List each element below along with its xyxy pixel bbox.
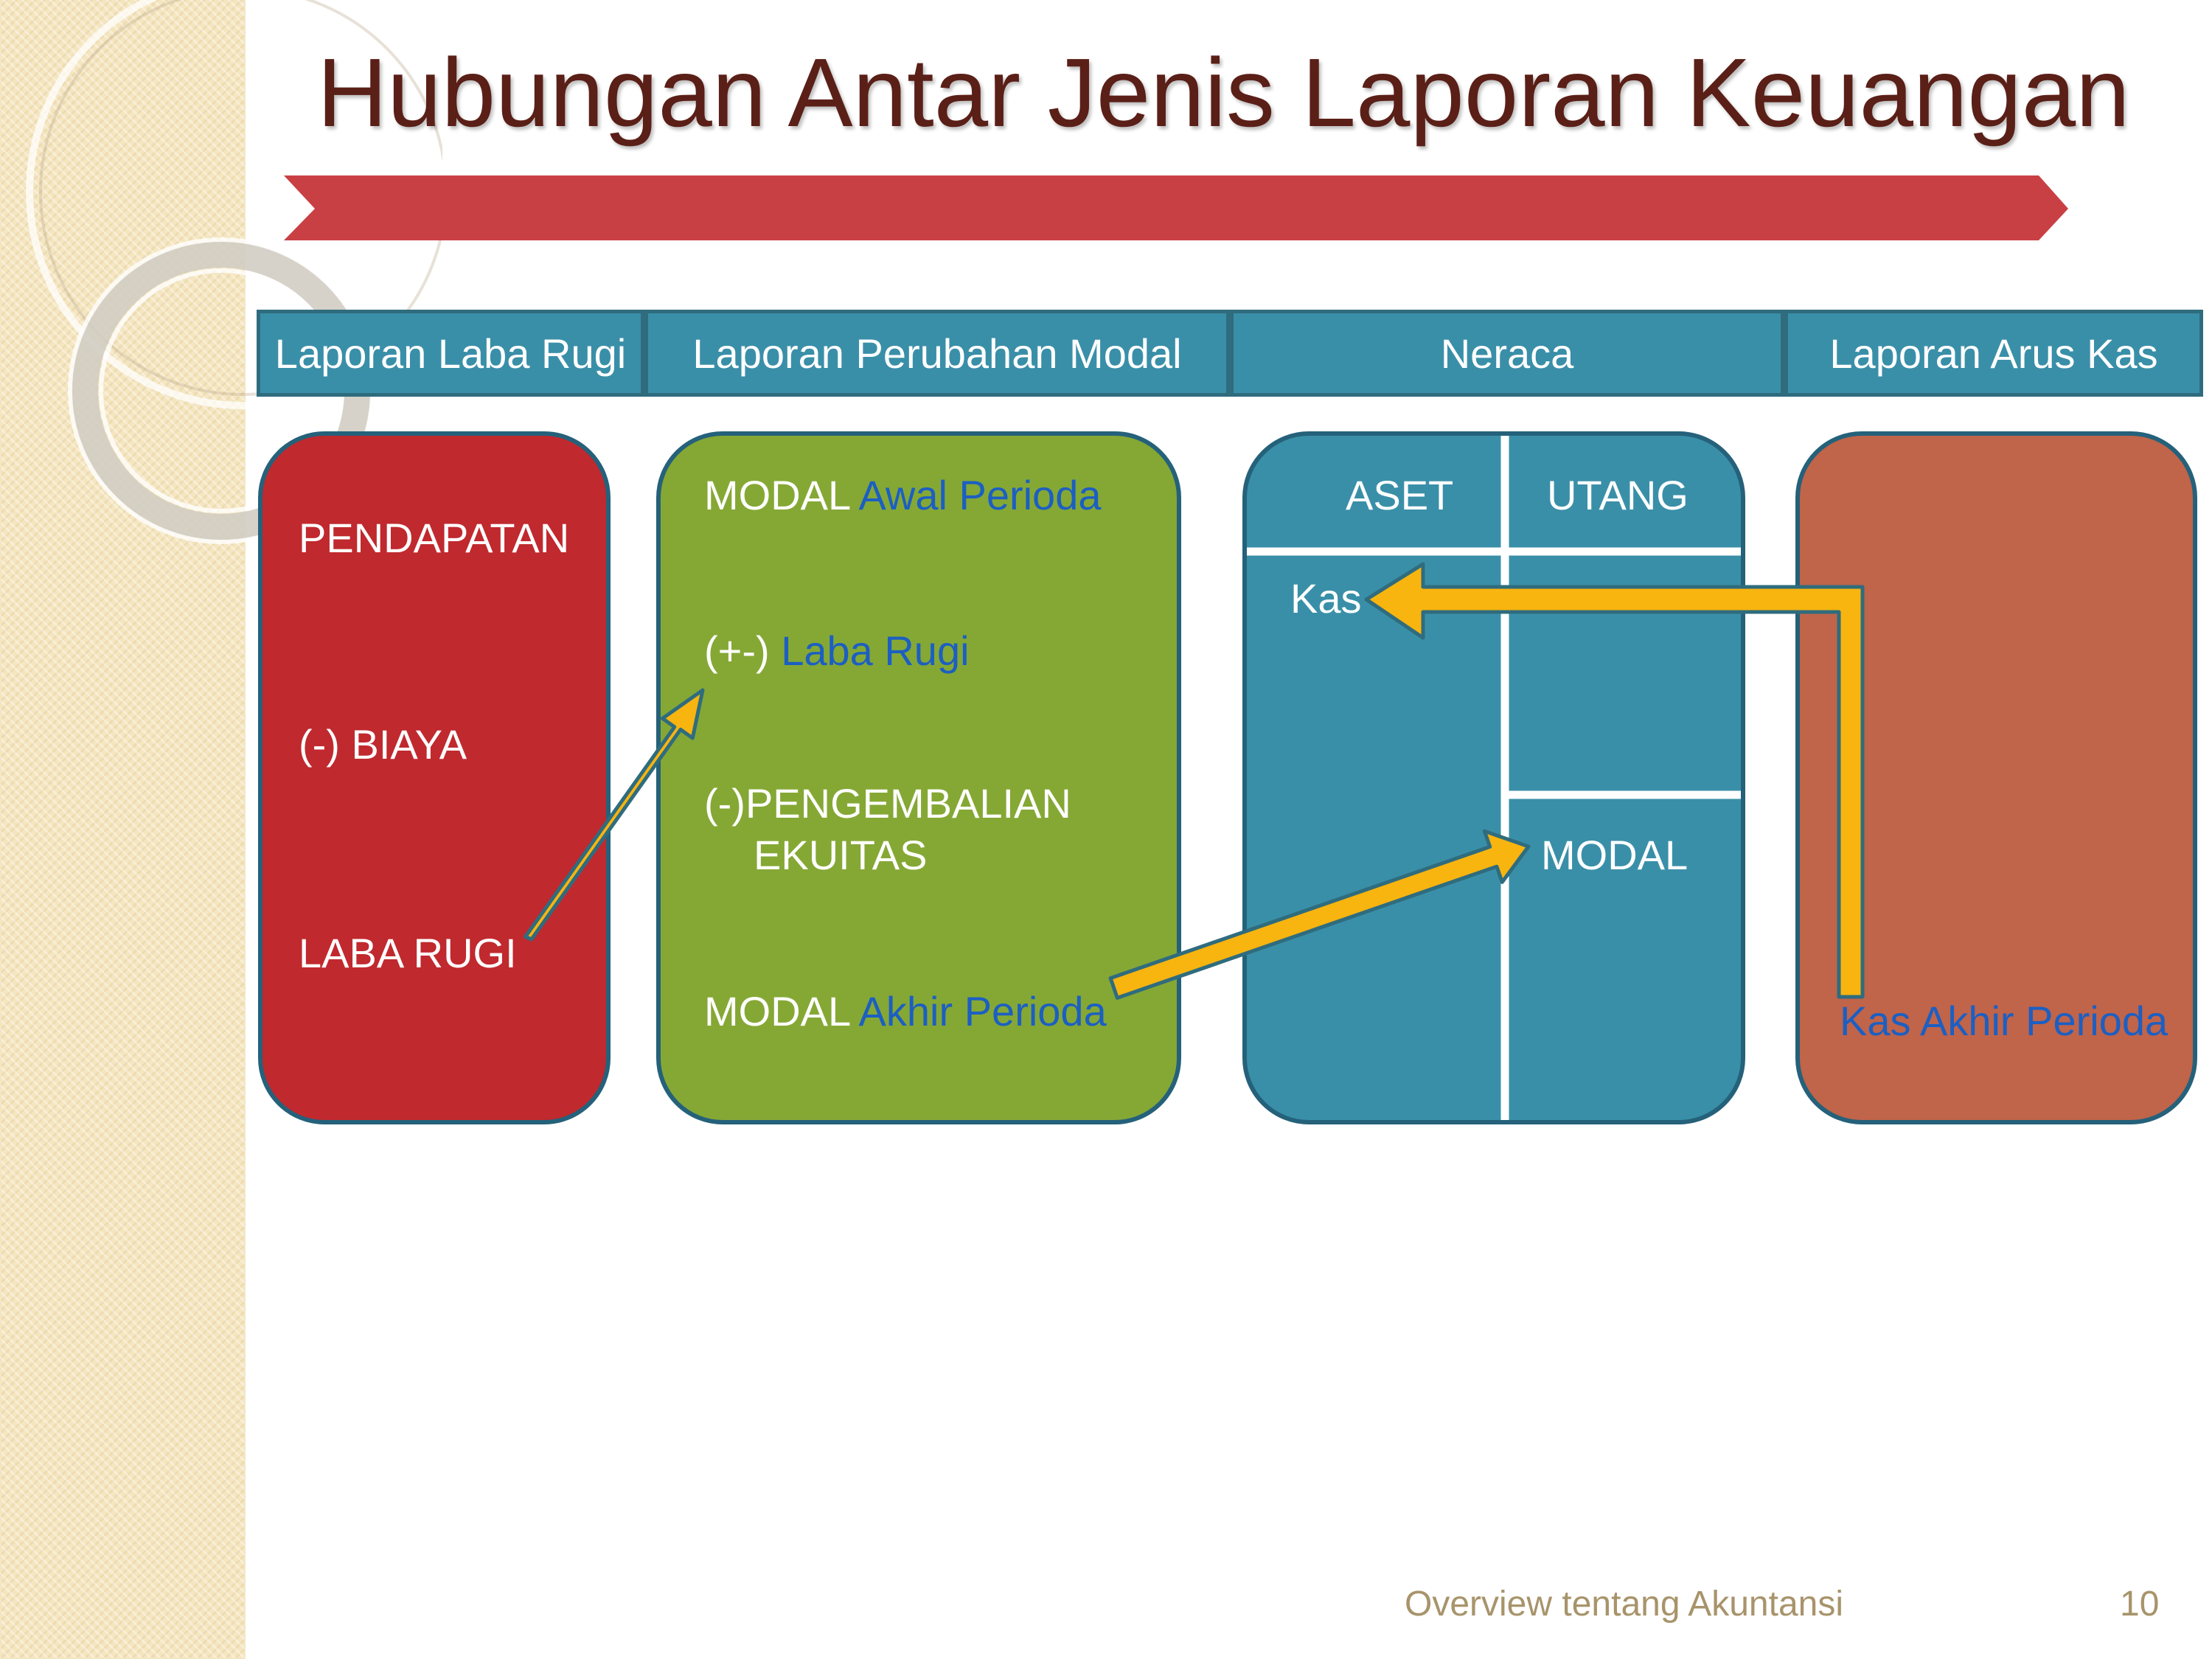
laba-rugi-prefix: (+-) — [704, 627, 770, 674]
utang-label: UTANG — [1547, 472, 1688, 518]
arrow-modal-to-neraca — [1108, 829, 1531, 1000]
arrow-kas-akhir-to-kas — [1364, 562, 1865, 999]
tambah-laba-rugi: (+-) Laba Rugi — [704, 625, 970, 677]
tab-label: Laporan Arus Kas — [1829, 330, 2158, 377]
modal-awal-prefix: MODAL — [704, 472, 850, 518]
footer-text: Overview tentang Akuntansi — [1405, 1585, 1844, 1624]
title-banner — [284, 175, 2068, 240]
tab-laporan-perubahan-modal: Laporan Perubahan Modal — [644, 310, 1230, 397]
modal-awal-highlight: Awal Perioda — [858, 472, 1102, 518]
laba-rugi-label: LABA RUGI — [299, 930, 517, 976]
neraca-grid-lines — [1247, 436, 1741, 1120]
modal-neraca-label: MODAL — [1541, 832, 1688, 878]
slide-title: Hubungan Antar Jenis Laporan Keuangan — [317, 38, 2130, 147]
page-number: 10 — [2120, 1585, 2160, 1624]
pendapatan-label: PENDAPATAN — [299, 515, 570, 561]
kas-label: Kas — [1290, 575, 1362, 622]
tab-laporan-laba-rugi: Laporan Laba Rugi — [257, 310, 644, 397]
neraca-box — [1242, 431, 1745, 1124]
tab-label: Laporan Perubahan Modal — [692, 330, 1182, 377]
laba-rugi-highlight: Laba Rugi — [781, 627, 970, 674]
laba-rugi-box — [258, 431, 611, 1124]
perubahan-modal-box — [656, 431, 1181, 1124]
aset-label: ASET — [1346, 472, 1454, 518]
modal-awal-perioda: MODAL Awal Perioda — [704, 470, 1102, 521]
modal-akhir-highlight: Akhir Perioda — [858, 988, 1107, 1034]
pengembalian-line2: EKUITAS — [754, 832, 928, 878]
tab-label: Laporan Laba Rugi — [274, 330, 627, 377]
tab-laporan-arus-kas: Laporan Arus Kas — [1784, 310, 2203, 397]
kas-akhir-perioda: Kas Akhir Perioda — [1840, 998, 2168, 1044]
tab-neraca: Neraca — [1230, 310, 1784, 397]
modal-akhir-prefix: MODAL — [704, 988, 850, 1034]
tab-label: Neraca — [1440, 330, 1574, 377]
arrow-laba-rugi-to-modal — [524, 688, 705, 942]
biaya-label: (-) BIAYA — [299, 721, 467, 768]
pengembalian-line1: (-)PENGEMBALIAN — [704, 780, 1071, 827]
modal-akhir-perioda: MODAL Akhir Perioda — [704, 986, 1107, 1037]
